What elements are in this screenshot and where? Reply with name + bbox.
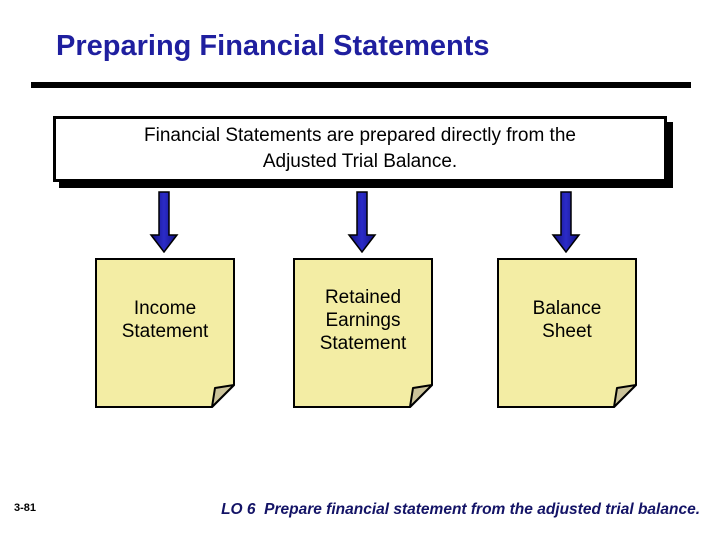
callout-text: Financial Statements are prepared direct… xyxy=(144,125,576,172)
note-balance-sheet: Balance Sheet xyxy=(497,258,637,408)
learning-objective-text: LO 6 Prepare financial statement from th… xyxy=(221,501,700,518)
callout-box: Financial Statements are prepared direct… xyxy=(53,116,667,182)
page-number: 3-81 xyxy=(14,502,37,514)
note-label: Income Statement xyxy=(121,298,209,342)
down-arrow-icon xyxy=(347,191,377,253)
down-arrow-icon xyxy=(551,191,581,253)
down-arrow-icon xyxy=(149,191,179,253)
title-rule xyxy=(31,82,691,88)
note-retained-earnings-statement: Retained Earnings Statement xyxy=(293,258,433,408)
folded-note-shape xyxy=(497,258,637,408)
slide-title: Preparing Financial Statements xyxy=(56,30,490,62)
folded-note-shape xyxy=(95,258,235,408)
note-label: Balance Sheet xyxy=(532,298,602,342)
note-income-statement: Income Statement xyxy=(95,258,235,408)
folded-note-shape xyxy=(293,258,433,408)
note-label: Retained Earnings Statement xyxy=(319,286,407,354)
